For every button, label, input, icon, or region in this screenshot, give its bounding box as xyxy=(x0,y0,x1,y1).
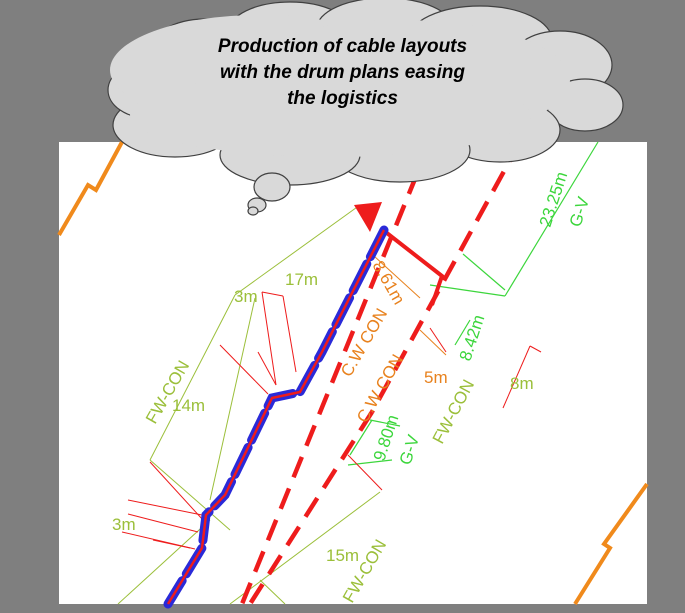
route-corner-marker xyxy=(381,228,445,306)
red-construction-lines xyxy=(121,291,542,550)
cable-route-dashed xyxy=(239,140,522,606)
callout-line-3: the logistics xyxy=(287,88,398,109)
label-8m: 8m xyxy=(510,374,534,393)
green-dimensions xyxy=(347,141,599,466)
label-3m-bottom: 3m xyxy=(112,515,136,534)
orange-dimensions xyxy=(373,255,447,356)
olive-dimensions xyxy=(117,204,381,605)
label-3m-top: 3m xyxy=(234,287,258,306)
callout-text: Production of cable layouts with the dru… xyxy=(170,34,515,112)
label-17m: 17m xyxy=(285,270,318,289)
callout-line-1: Production of cable layouts xyxy=(217,36,468,57)
label-5m: 5m xyxy=(424,368,448,387)
route-start-arrow xyxy=(354,202,382,232)
label-15m: 15m xyxy=(326,546,359,565)
callout-cloud xyxy=(107,0,624,216)
drawing-sheet xyxy=(59,142,647,604)
trench-boundary-right xyxy=(573,482,649,606)
callout-line-2: with the drum plans easing xyxy=(220,62,465,83)
cable-run-centerline xyxy=(166,229,386,605)
trench-boundary-left xyxy=(57,141,124,237)
label-14m: 14m xyxy=(172,396,205,415)
